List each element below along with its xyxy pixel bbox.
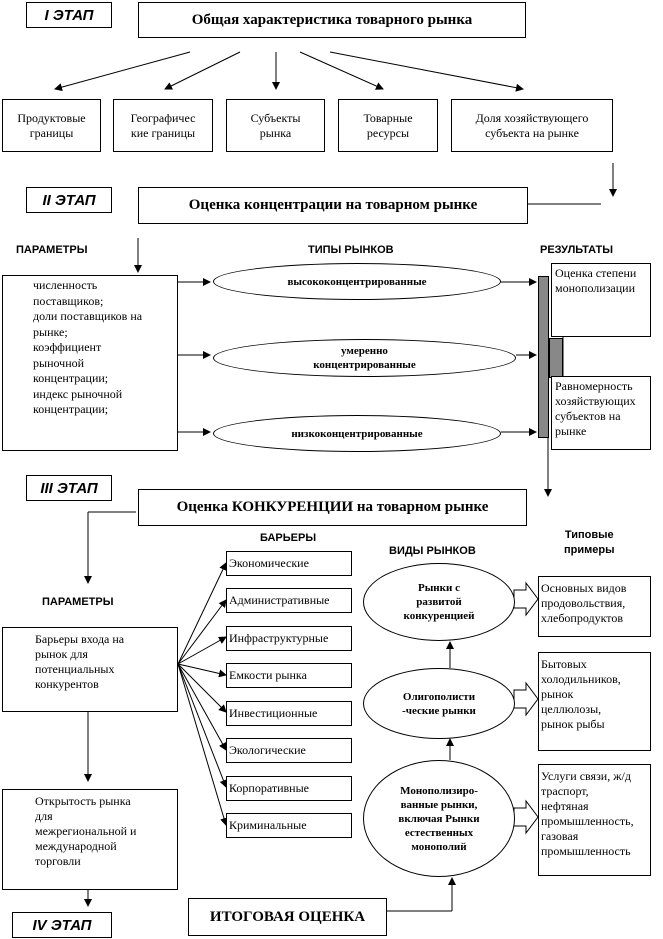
stage-2-params-header: ПАРАМЕТРЫ	[16, 244, 88, 256]
barrier-corporate: Корпоративные	[226, 776, 352, 801]
result-monopolization: Оценка степени монополизации	[551, 263, 651, 337]
barrier-investment: Инвестиционные	[226, 701, 352, 726]
barrier-ecological: Экологические	[226, 738, 352, 763]
market-kind-developed-competition: Рынки с развитой конкуренцией	[363, 563, 515, 641]
stage-3-title: Оценка КОНКУРЕНЦИИ на товарном рынке	[138, 489, 527, 526]
stage-1-title: Общая характеристика товарного рынка	[138, 2, 526, 38]
market-type-high: высококонцентрированные	[213, 263, 501, 300]
stage-3-label: III ЭТАП	[26, 475, 112, 501]
stage-4-title: ИТОГОВАЯ ОЦЕНКА	[188, 898, 387, 936]
barrier-economic: Экономические	[226, 551, 352, 576]
example-developed: Основных видов продовольствия, хлебопрод…	[538, 576, 651, 637]
result-uniformity: Равномерность хозяйствующих субъектов на…	[551, 376, 651, 450]
results-bar-connector	[549, 338, 563, 378]
barrier-market-capacity: Емкости рынка	[226, 663, 352, 688]
market-kind-monopolized: Монополизиро- ванные рынки, включая Рынк…	[363, 760, 515, 877]
stage-1-label: I ЭТАП	[26, 2, 112, 28]
stage-1-item-geographic-boundaries: Географичес кие границы	[113, 99, 213, 152]
stage-2-types-header: ТИПЫ РЫНКОВ	[308, 244, 394, 256]
example-oligopolistic: Бытовых холодильников, рынок целлюлозы, …	[538, 652, 651, 751]
results-bar	[538, 276, 549, 438]
stage-2-title: Оценка концентрации на товарном рынке	[138, 187, 528, 224]
param-entry-barriers: Барьеры входа на рынок для потенциальных…	[2, 627, 178, 712]
market-type-moderate: умеренно концентрированные	[213, 339, 516, 377]
stage-1-item-market-subjects: Субъекты рынка	[226, 99, 325, 152]
stage-3-barriers-header: БАРЬЕРЫ	[260, 532, 317, 544]
stage-4-label: IV ЭТАП	[12, 912, 112, 938]
barrier-administrative: Административные	[226, 588, 352, 613]
stage-3-kinds-header: ВИДЫ РЫНКОВ	[389, 545, 476, 557]
market-kind-oligopolistic: Олигополисти -ческие рынки	[363, 668, 515, 739]
stage-1-item-market-share: Доля хозяйствующего субъекта на рынке	[451, 99, 613, 152]
stage-2-label: II ЭТАП	[26, 187, 112, 213]
stage-2-results-header: РЕЗУЛЬТАТЫ	[540, 244, 613, 256]
param-market-openness: Открытость рынка для межрегиональной и м…	[2, 789, 178, 890]
example-monopolized: Услуги связи, ж/д траспорт, нефтяная про…	[538, 764, 651, 876]
stage-1-item-commodity-resources: Товарные ресурсы	[338, 99, 438, 152]
stage-2-params-box: численность поставщиков; доли поставщико…	[2, 275, 178, 451]
market-type-low: низкоконцентрированные	[213, 415, 501, 452]
barrier-criminal: Криминальные	[226, 813, 352, 838]
stage-1-item-product-boundaries: Продуктовые границы	[2, 99, 101, 152]
stage-3-examples-header: Типовые примеры	[564, 529, 615, 556]
barrier-infrastructure: Инфраструктурные	[226, 626, 352, 651]
stage-3-params-header: ПАРАМЕТРЫ	[42, 596, 114, 608]
